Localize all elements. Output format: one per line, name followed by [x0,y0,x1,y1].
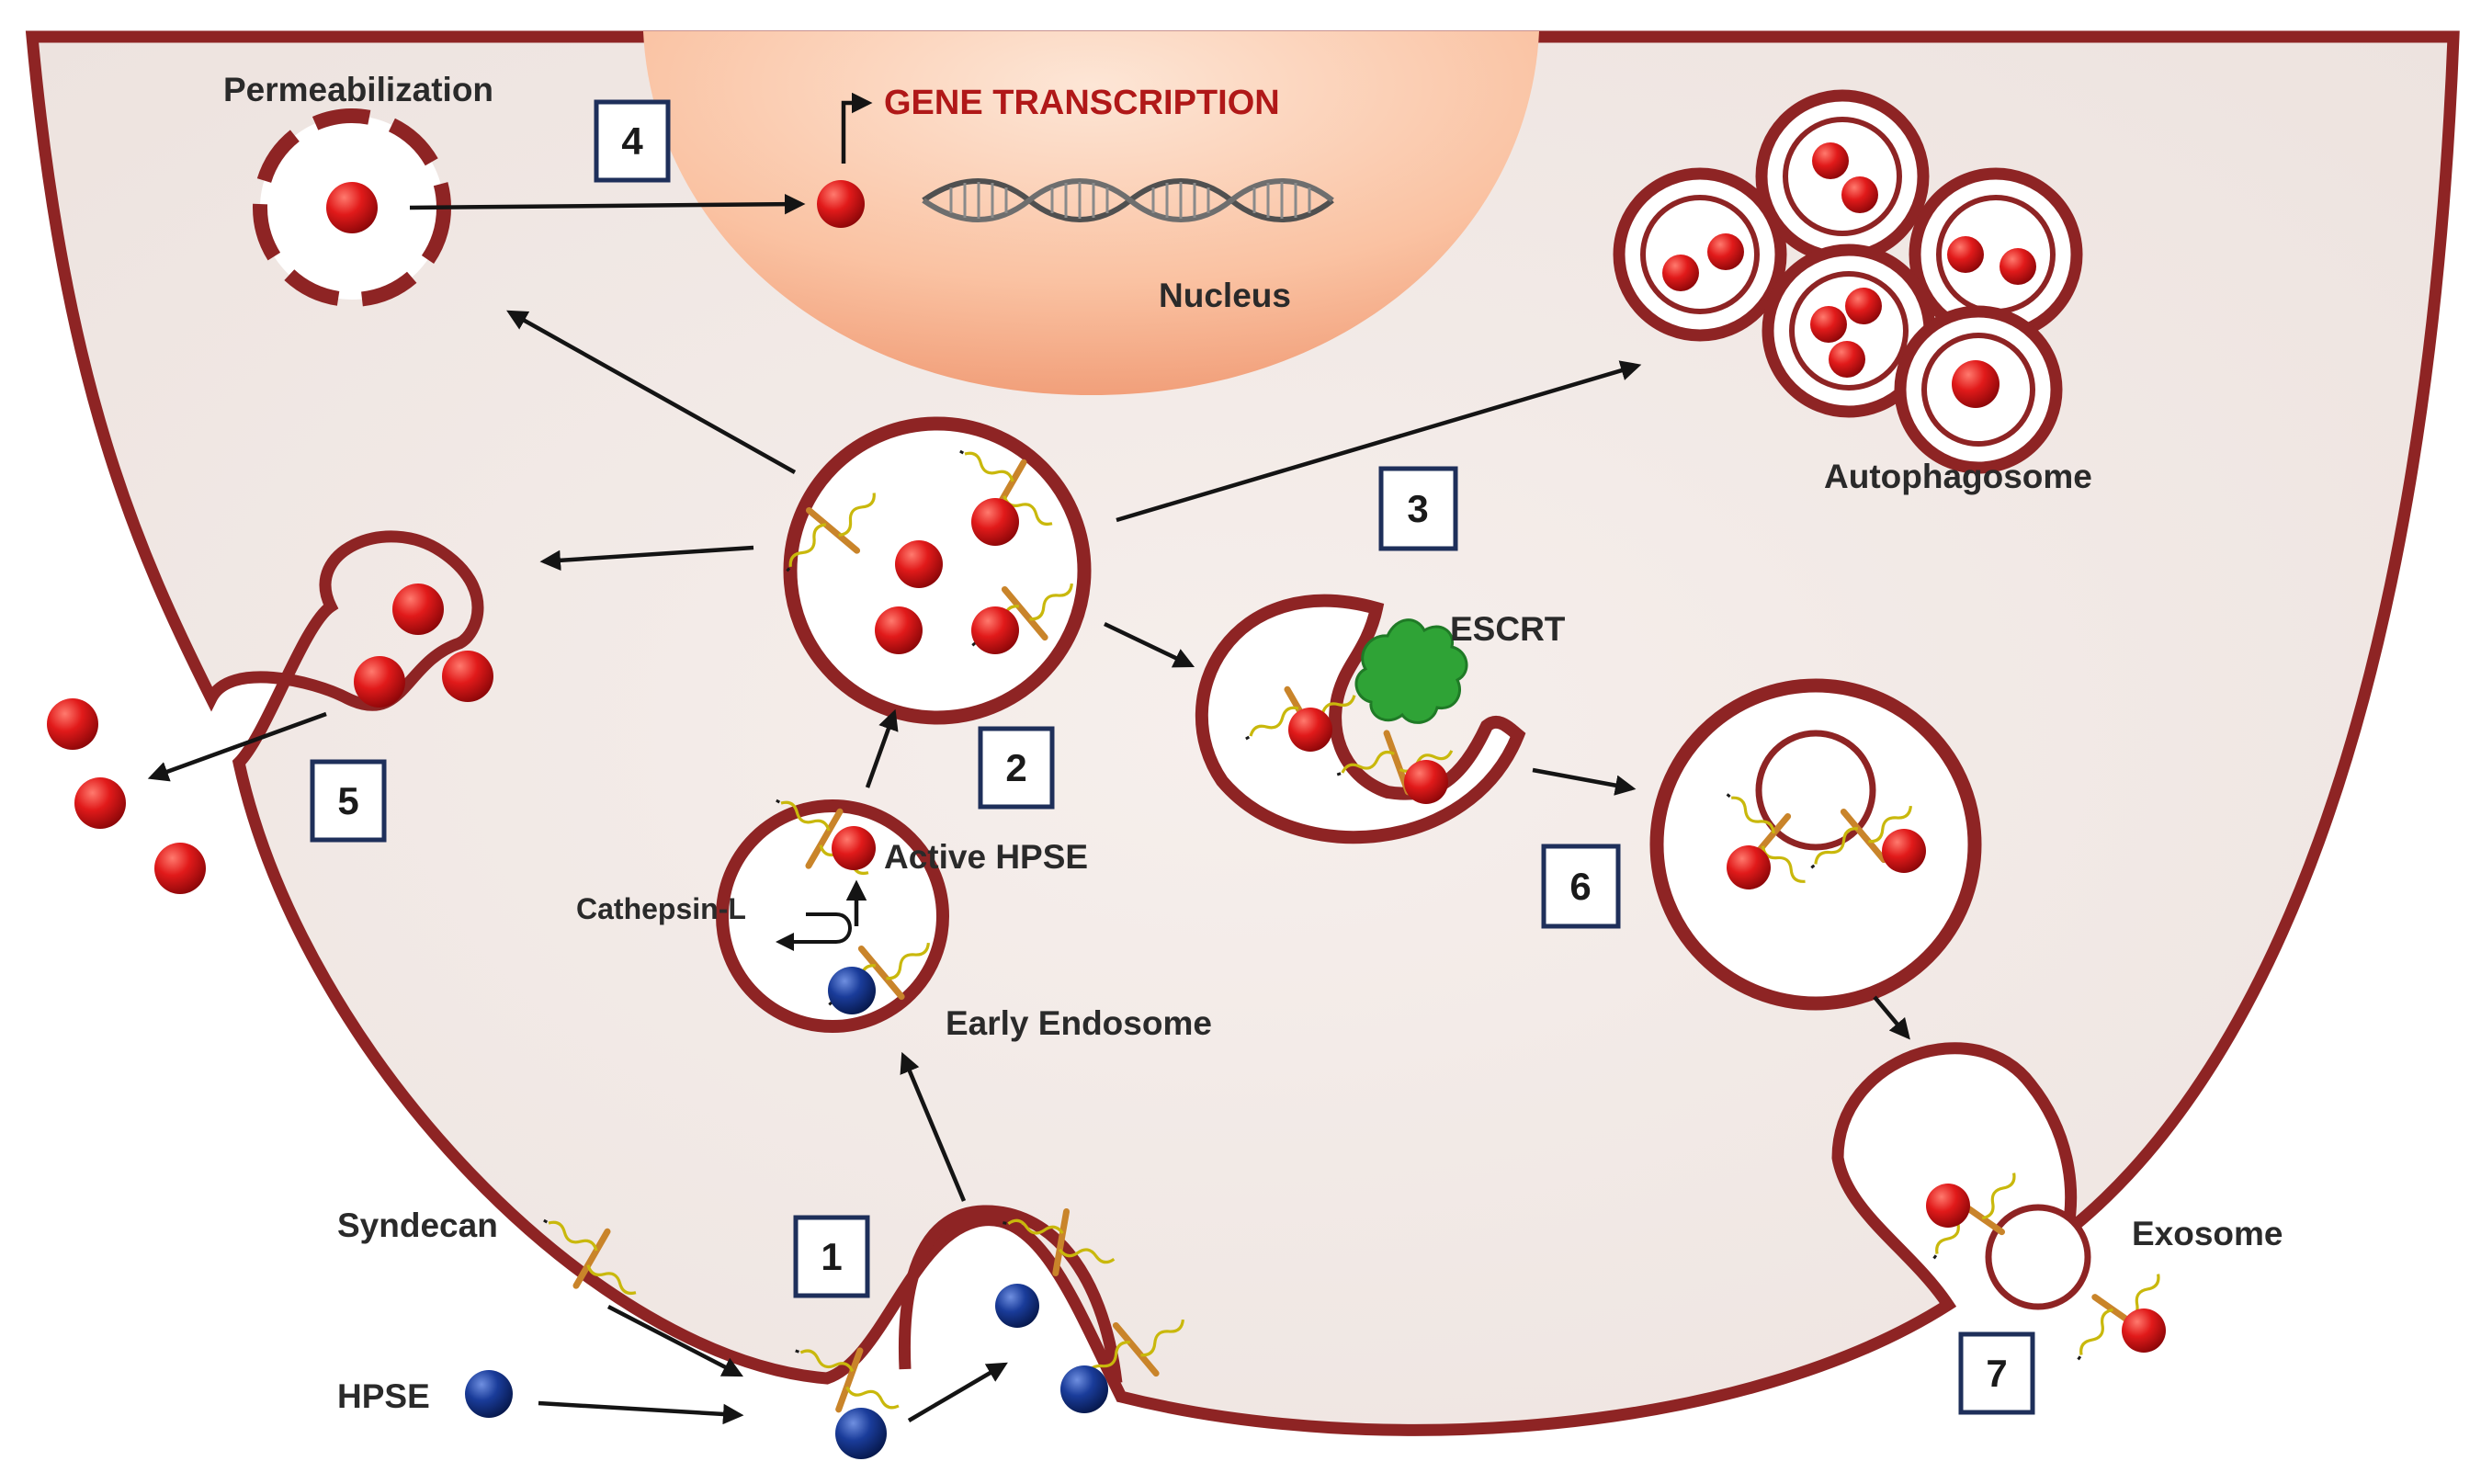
arrow-permeabilization-to-nucleus [409,193,806,215]
arrow-early-to-late-endosome [865,708,899,788]
step-3-box: 3 [1378,466,1458,551]
arrow-syndecan-to-membrane [606,1305,743,1377]
svg-text:1: 1 [821,1235,842,1278]
gene-transcription-label: GENE TRANSCRIPTION [884,84,1280,122]
multivesicular-body [1649,678,1982,1011]
permeabilization-label: Permeabilization [223,71,493,108]
escrt-label: ESCRT [1450,610,1566,648]
step-7-box: 7 [1958,1331,2035,1415]
secreted-hpse-cluster [47,583,493,894]
nuclear-hpse [817,180,865,228]
hpse-icon [465,1370,513,1418]
arrow-to-exosome-release [1873,995,1910,1040]
arrow-complex-to-pit [907,1362,1008,1422]
exosome [1916,1150,2178,1382]
arrow-to-mvb [1532,767,1637,796]
early-endosome-label: Early Endosome [946,1004,1212,1042]
svg-text:4: 4 [621,119,643,163]
arrow-to-autophagosome [1116,360,1642,523]
hpse-label: HPSE [337,1377,430,1415]
arrow-to-permeabilization [506,310,797,474]
dna-helix-icon [922,178,1334,222]
autophagosome-cluster [1613,89,2083,474]
step-6-box: 6 [1541,844,1621,929]
svg-text:3: 3 [1407,487,1428,530]
escrt-complex-icon [1354,618,1468,724]
step-5-box: 5 [310,759,387,843]
cathepsin-l-label: Cathepsin-L [576,892,746,925]
nucleus [643,31,1539,395]
transcription-arrow-icon [841,92,873,164]
active-hpse-label: Active HPSE [884,838,1088,876]
step-2-box: 2 [978,726,1055,810]
arrow-pit-to-early-endosome [900,1051,967,1202]
svg-text:6: 6 [1569,865,1591,908]
arrow-secretion [147,711,327,782]
endocytic-pit [898,1201,1198,1413]
autophagosome-label: Autophagosome [1824,458,2092,495]
step-1-box: 1 [793,1215,870,1298]
escrt-invaginating-vesicle [1195,594,1526,844]
released-hpse [326,182,378,233]
arrow-to-secretory-vesicle [539,545,754,572]
membrane-bound-complex [782,1330,912,1459]
early-endosome [716,781,949,1036]
arrow-hpse-to-membrane [538,1400,744,1425]
svg-text:5: 5 [337,779,358,822]
cathepsin-hook-arrow [776,912,852,951]
syndecan-label: Syndecan [337,1206,498,1244]
arrow-to-escrt-vesicle [1104,621,1195,668]
nucleus-label: Nucleus [1159,277,1291,314]
svg-text:2: 2 [1005,746,1026,789]
svg-text:7: 7 [1986,1352,2007,1395]
exosome-label: Exosome [2132,1215,2283,1252]
step-4-box: 4 [594,99,671,183]
late-endosome [770,416,1092,725]
